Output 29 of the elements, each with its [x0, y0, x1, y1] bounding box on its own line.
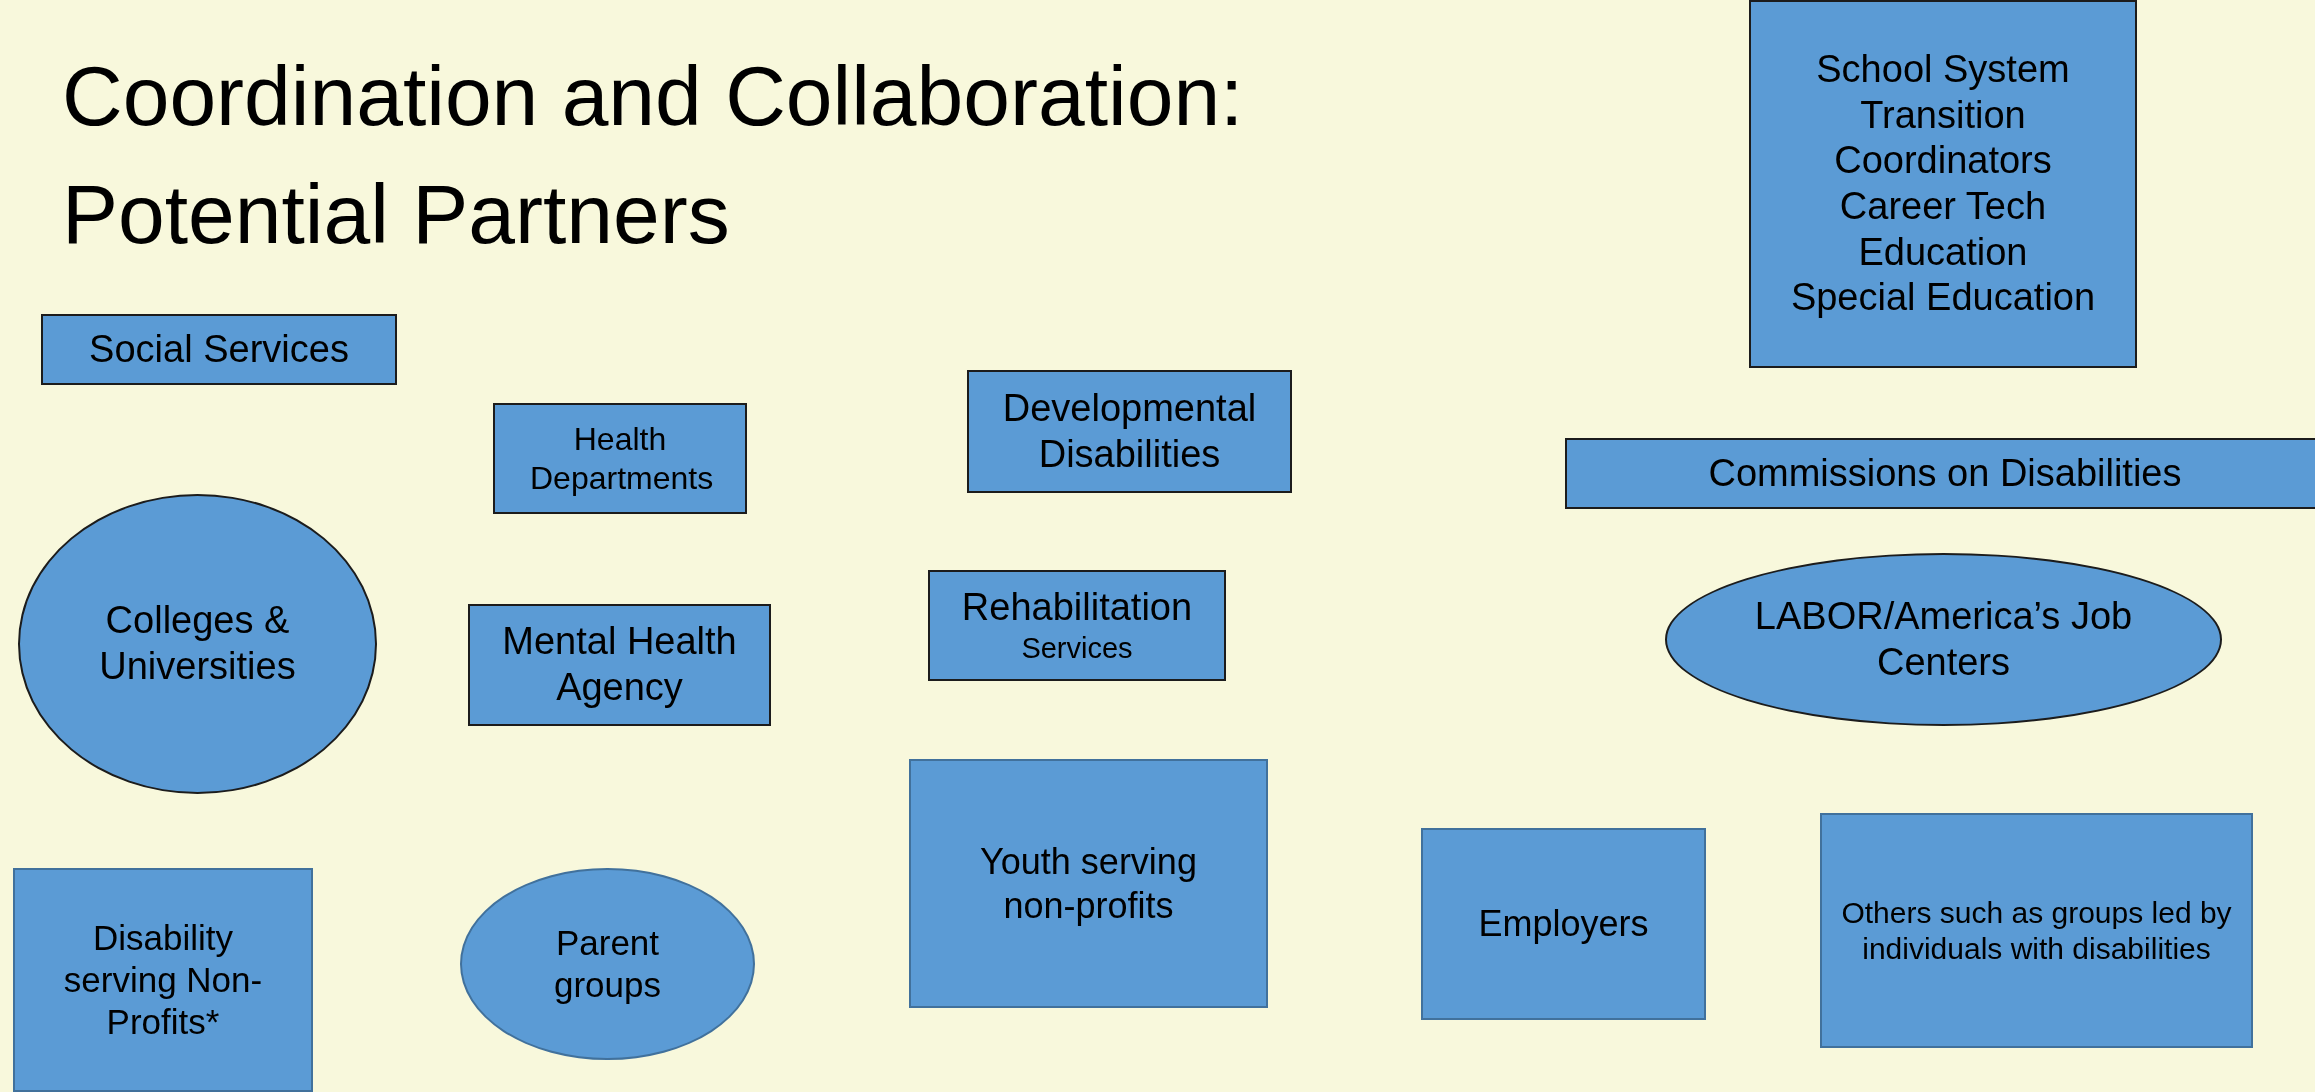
- partner-label: Others such as groups led by individuals with disabilities: [1840, 894, 2233, 967]
- partner-label: Developmental Disabilities: [1001, 385, 1258, 477]
- partner-label: Parent groups: [553, 922, 662, 1006]
- partner-box: [1749, 0, 2137, 368]
- partner-box: [493, 403, 747, 514]
- partner-label: Special Education: [1790, 275, 2096, 321]
- partner-label: LABOR/America’s Job Centers: [1753, 593, 2134, 685]
- partner-box: [13, 868, 313, 1092]
- partner-box: [1565, 438, 2315, 509]
- partner-label: Rehabilitation: [961, 585, 1193, 631]
- partner-label: Social Services: [89, 326, 349, 372]
- partner-label: Health Departments: [530, 420, 710, 497]
- partner-label: Commissions on Disabilities: [1708, 450, 2182, 496]
- partner-box: [1421, 828, 1706, 1020]
- partner-box: [1820, 813, 2253, 1048]
- partner-label: Employers: [1478, 902, 1649, 946]
- partner-label: Colleges & Universities: [98, 598, 297, 689]
- partner-box: [909, 759, 1268, 1008]
- partner-label: School System Transition Coordinators: [1815, 47, 2071, 184]
- slide-title: Coordination and Collaboration: Potential Partners: [62, 48, 1245, 263]
- partner-box: [928, 570, 1226, 681]
- partner-box: [967, 370, 1292, 493]
- partner-label: Services: [1021, 630, 1133, 666]
- partner-label: Disability serving Non-Profits*: [62, 917, 264, 1043]
- partner-label: Youth serving non-profits: [979, 840, 1198, 927]
- partner-label: Mental Health Agency: [501, 619, 738, 710]
- partner-box: [41, 314, 397, 385]
- partner-box: [468, 604, 771, 726]
- partner-label: Career Tech Education: [1838, 184, 2048, 275]
